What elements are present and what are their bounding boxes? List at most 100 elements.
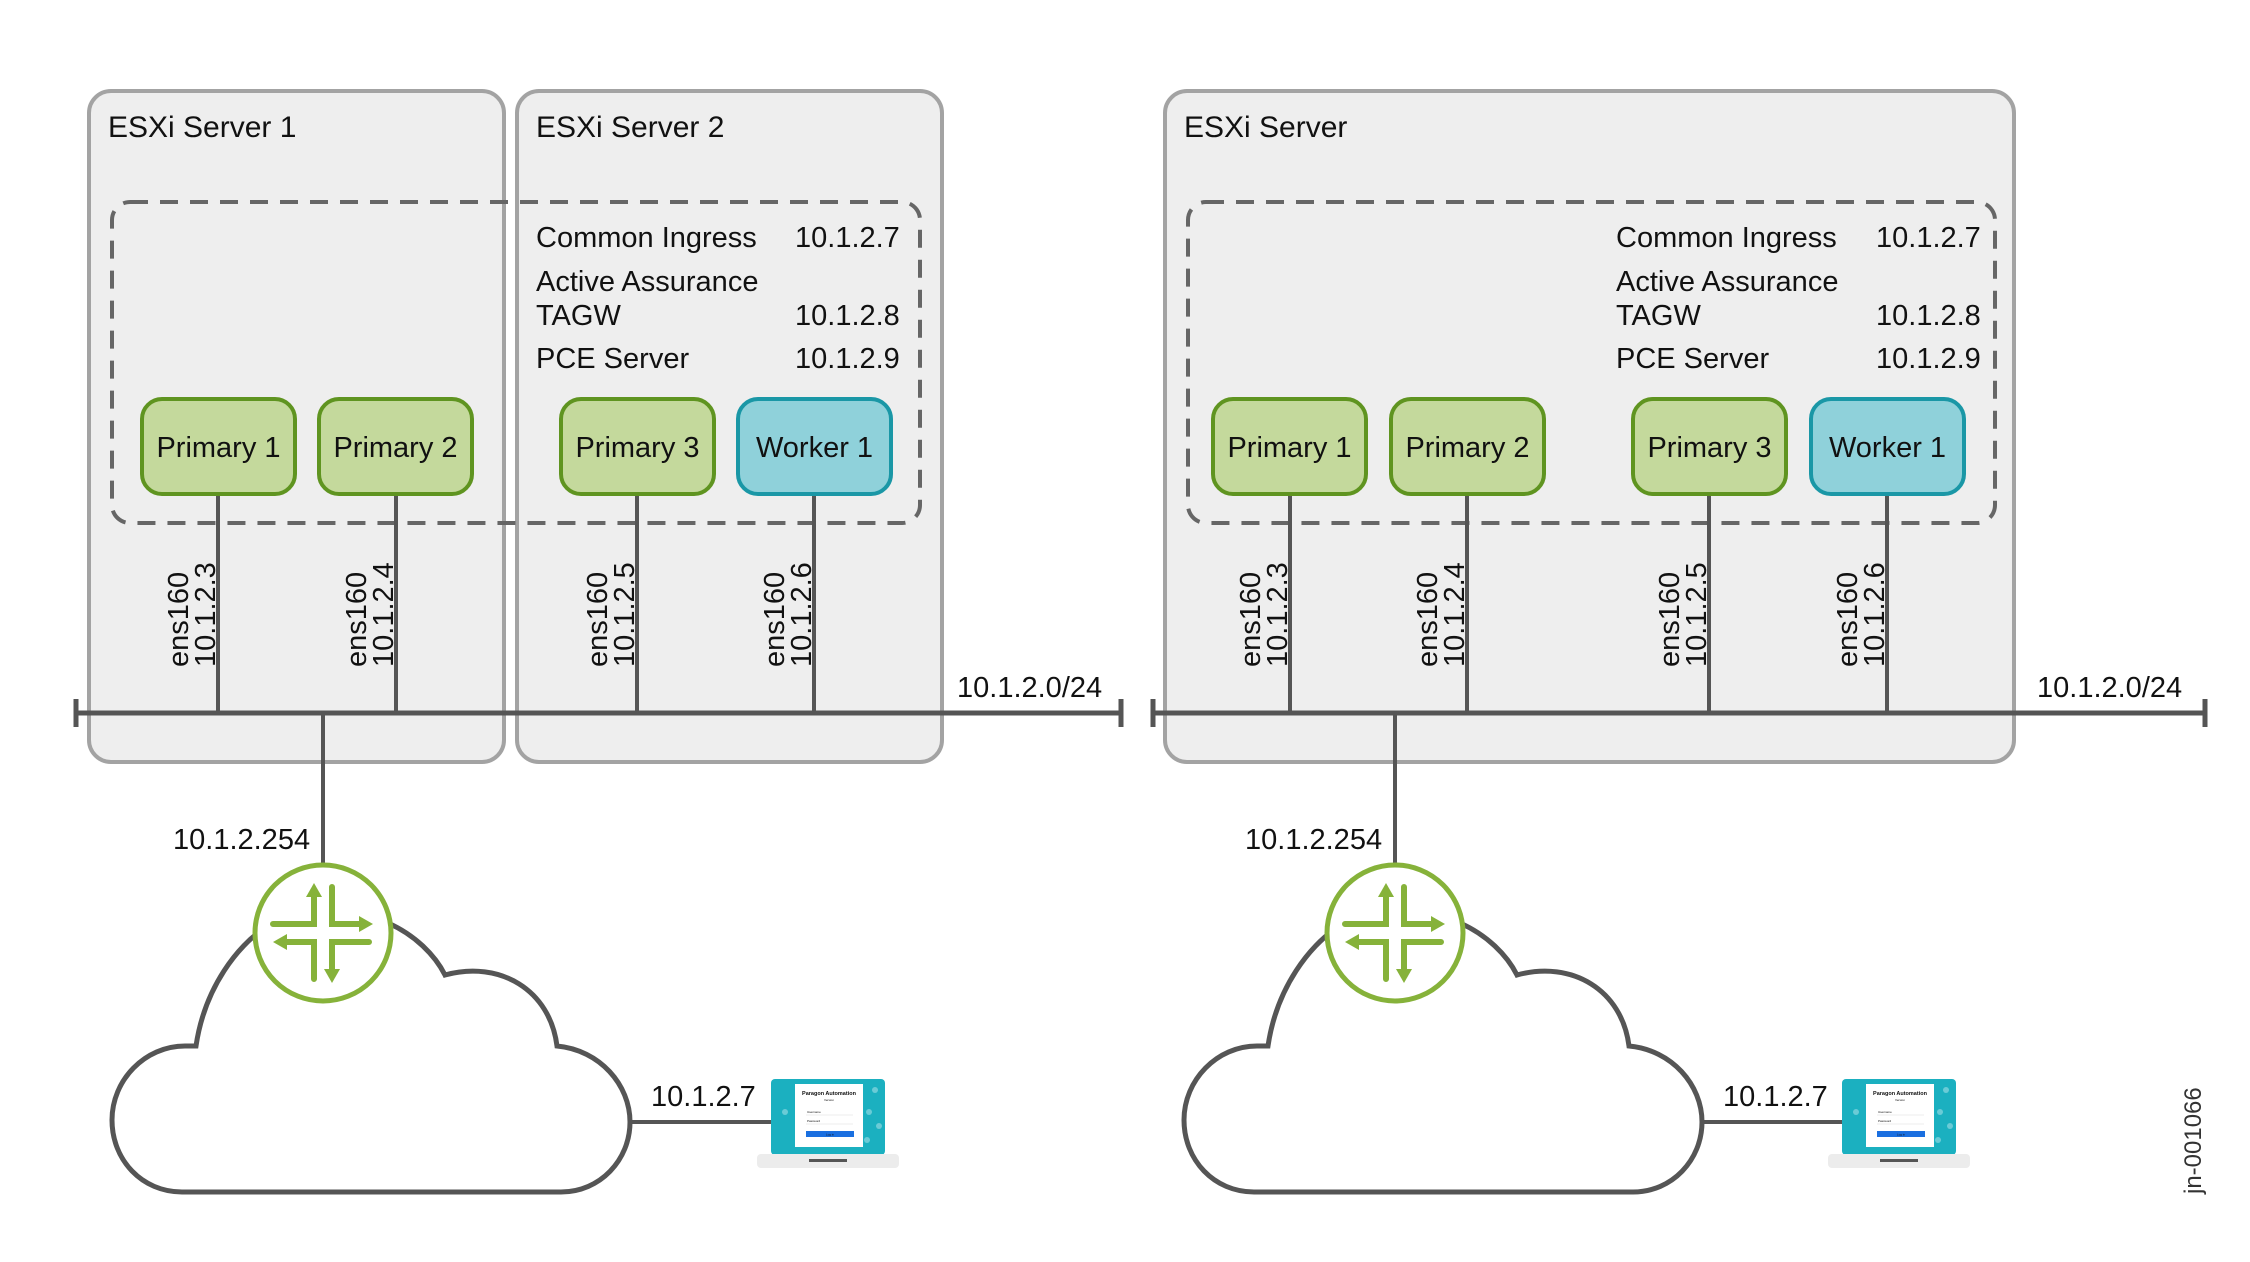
- client-ip-label: 10.1.2.7: [1723, 1081, 1828, 1113]
- router-arrowhead: [1396, 969, 1412, 983]
- router-arrow-down: [329, 939, 372, 974]
- service-label: Active Assurance: [1616, 266, 1838, 298]
- router-arrowhead: [273, 934, 287, 950]
- interface-ip: 10.1.2.5: [1681, 562, 1713, 667]
- node-label: Worker 1: [1829, 432, 1946, 464]
- service-ip: 10.1.2.7: [1876, 222, 1981, 254]
- server-box: [1163, 89, 2016, 764]
- gateway-ip-label: 10.1.2.254: [1245, 824, 1382, 856]
- node-box[interactable]: [1809, 397, 1966, 496]
- router-arrowhead: [1378, 883, 1394, 897]
- server-title: ESXi Server: [1184, 111, 1347, 144]
- service-label: Active Assurance: [536, 266, 758, 298]
- interface-name: ens160: [1235, 572, 1267, 667]
- server-box: [515, 89, 944, 764]
- interface-ip: 10.1.2.5: [609, 562, 641, 667]
- gateway-ip-label: 10.1.2.254: [173, 824, 310, 856]
- screen-decoration: [782, 1109, 788, 1115]
- login-password-field: Password: [1878, 1119, 1892, 1123]
- router-arrow-up: [1342, 892, 1389, 927]
- screen-decoration: [1935, 1137, 1941, 1143]
- login-username-field: Username: [1878, 1110, 1892, 1114]
- interface-ip: 10.1.2.3: [190, 562, 222, 667]
- router-arrowhead: [306, 883, 322, 897]
- login-username-field: Username: [807, 1110, 821, 1114]
- subnet-label: 10.1.2.0/24: [2037, 672, 2182, 704]
- router-arrow-left: [282, 939, 317, 982]
- cluster-boundary: [1186, 200, 1997, 525]
- interface-ip: 10.1.2.6: [1859, 562, 1891, 667]
- node-box[interactable]: [1631, 397, 1788, 496]
- laptop-trackpad: [1880, 1159, 1918, 1162]
- login-button-label: Log in: [826, 1133, 835, 1137]
- screen-decoration: [1853, 1109, 1859, 1115]
- node-box[interactable]: [559, 397, 716, 496]
- interface-ip: 10.1.2.3: [1262, 562, 1294, 667]
- login-password-field: Password: [807, 1119, 821, 1123]
- node-label: Primary 1: [156, 432, 280, 464]
- node-label: Primary 2: [1405, 432, 1529, 464]
- router-icon[interactable]: [1324, 862, 1466, 1004]
- node-label: Primary 1: [1227, 432, 1351, 464]
- router-arrowhead: [1345, 934, 1359, 950]
- esxi-server: ESXi Server: [1163, 89, 2016, 764]
- service-label: PCE Server: [536, 343, 689, 375]
- service-label: TAGW: [536, 300, 621, 332]
- node-box[interactable]: [1389, 397, 1546, 496]
- screen-decoration: [1937, 1109, 1943, 1115]
- client-ip-label: 10.1.2.7: [651, 1081, 756, 1113]
- router-arrowhead: [1431, 916, 1445, 932]
- cluster-boundary: [110, 200, 922, 525]
- router-icon[interactable]: [252, 862, 394, 1004]
- login-button-label: Log in: [1897, 1133, 1906, 1137]
- service-ip: 10.1.2.9: [795, 343, 900, 375]
- multi-server-diagram: ESXi Server 1 ESXi Server 2 Common Ingress…: [73, 89, 1124, 1195]
- interface-name: ens160: [582, 572, 614, 667]
- screen-decoration: [1947, 1123, 1953, 1129]
- subnet-label: 10.1.2.0/24: [957, 672, 1102, 704]
- node-box[interactable]: [736, 397, 893, 496]
- laptop-icon[interactable]: Paragon AutomationVersionUsernamePasswor…: [757, 1079, 899, 1168]
- login-button: [1877, 1131, 1925, 1137]
- interface-name: ens160: [1412, 572, 1444, 667]
- server-title: ESXi Server 2: [536, 111, 724, 144]
- router-arrowhead: [359, 916, 373, 932]
- laptop-trackpad: [809, 1159, 847, 1162]
- login-version: Version: [824, 1098, 834, 1102]
- service-label: Common Ingress: [536, 222, 757, 254]
- screen-decoration: [876, 1123, 882, 1129]
- screen-decoration: [1943, 1087, 1949, 1093]
- node-label: Primary 3: [575, 432, 699, 464]
- service-ip: 10.1.2.9: [1876, 343, 1981, 375]
- node-label: Primary 2: [333, 432, 457, 464]
- login-version: Version: [1895, 1098, 1905, 1102]
- interface-ip: 10.1.2.6: [786, 562, 818, 667]
- interface-name: ens160: [163, 572, 195, 667]
- node-box[interactable]: [317, 397, 474, 496]
- interface-name: ens160: [759, 572, 791, 667]
- interface-name: ens160: [341, 572, 373, 667]
- laptop-icon[interactable]: Paragon AutomationVersionUsernamePasswor…: [1828, 1079, 1970, 1168]
- router-arrow-down: [1401, 939, 1444, 974]
- login-button: [806, 1131, 854, 1137]
- node-label: Primary 3: [1647, 432, 1771, 464]
- node-box[interactable]: [1211, 397, 1368, 496]
- figure-id-watermark: jn-001066: [2180, 1087, 2207, 1195]
- server-title: ESXi Server 1: [108, 111, 296, 144]
- node-box[interactable]: [140, 397, 297, 496]
- login-app-title: Paragon Automation: [1873, 1091, 1928, 1097]
- router-circle: [1324, 862, 1466, 1004]
- router-arrow-right: [329, 884, 364, 927]
